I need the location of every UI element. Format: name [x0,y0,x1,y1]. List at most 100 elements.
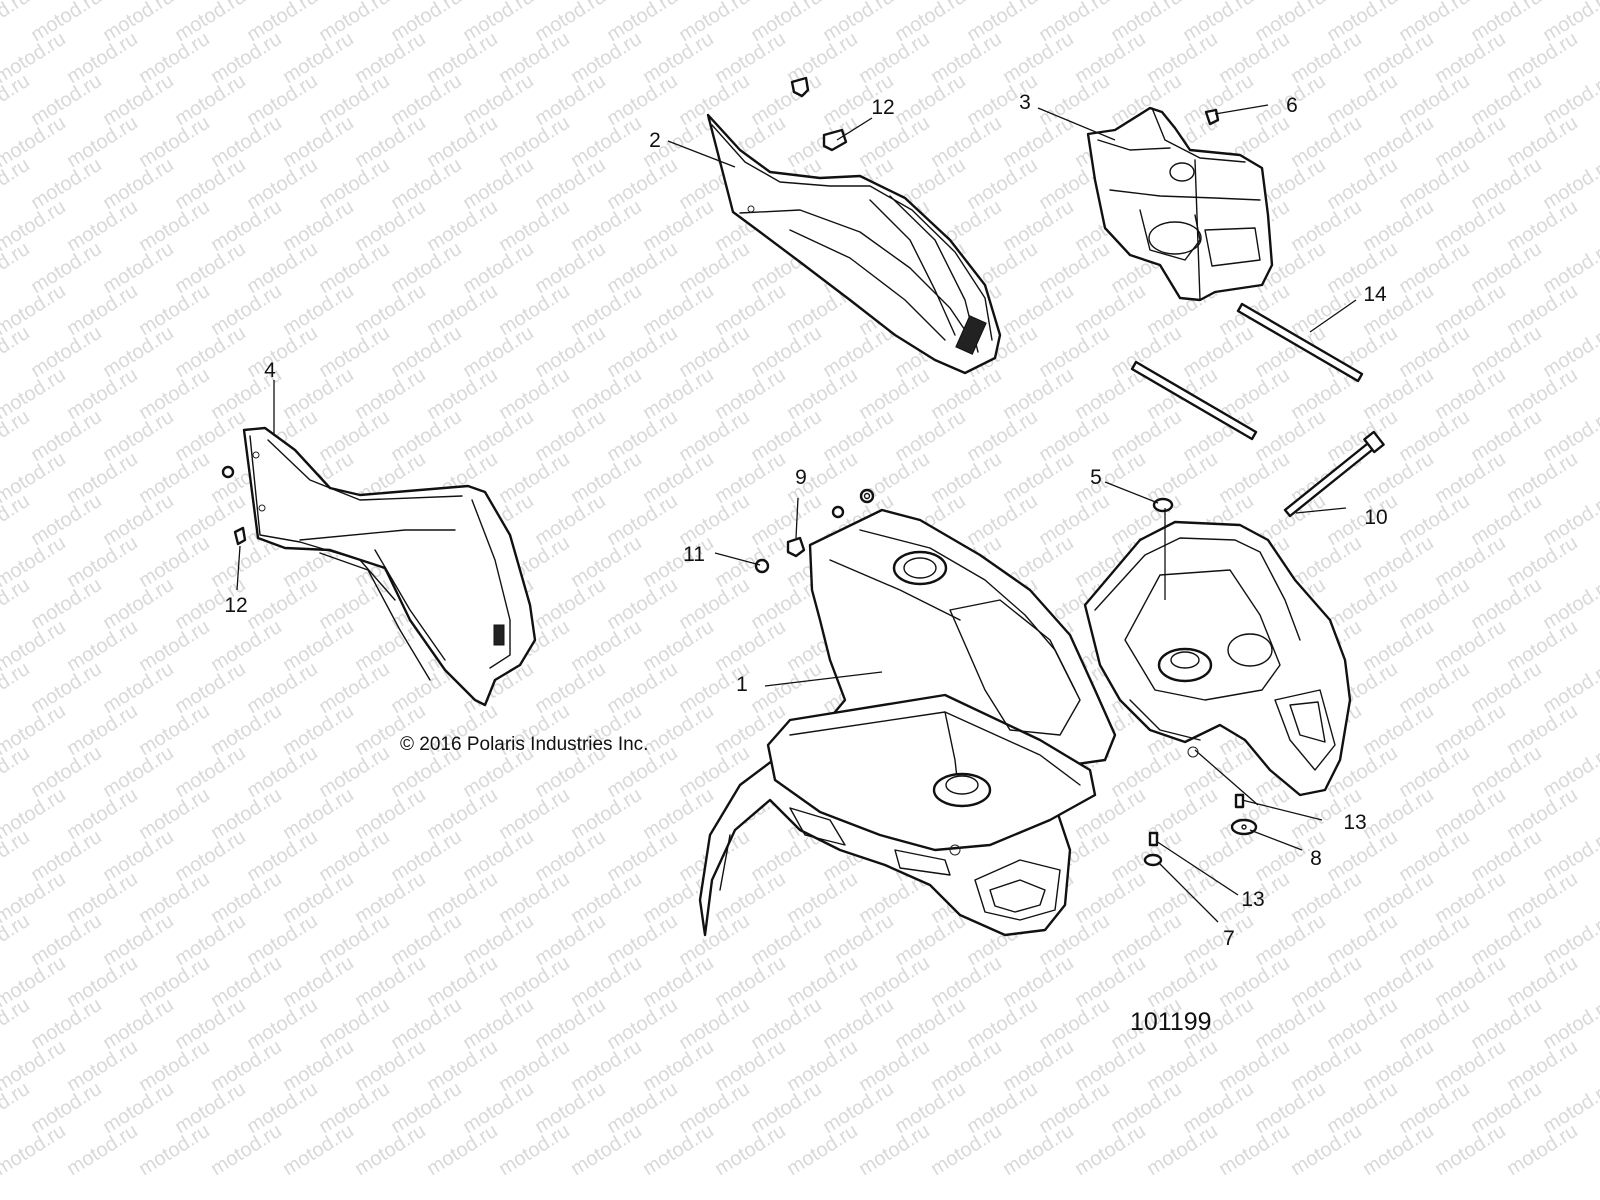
watermark-text: motod.ru [1323,1078,1402,1138]
watermark-text: motod.ru [1287,112,1366,172]
watermark-text: motod.ru [531,910,610,970]
watermark-text: motod.ru [1107,742,1186,802]
watermark-text: motod.ru [531,1078,610,1138]
watermark-text: motod.ru [927,1036,1006,1096]
watermark-text: motod.ru [63,784,142,844]
watermark-text: motod.ru [891,994,970,1054]
watermark-text: motod.ru [459,994,538,1054]
watermark-text: motod.ru [1503,28,1582,88]
watermark-text: motod.ru [171,994,250,1054]
watermark-text: motod.ru [1359,364,1438,424]
part-2-side-panel[interactable] [706,113,1002,375]
watermark-text: motod.ru [1467,574,1546,634]
part-10-rod[interactable] [1283,430,1385,518]
part-1-front-fender[interactable] [698,508,1117,937]
watermark-text: motod.ru [279,1120,358,1180]
part-4-side-panel[interactable] [242,426,537,707]
watermark-text: motod.ru [27,826,106,886]
watermark-text: motod.ru [423,1036,502,1096]
watermark-text: motod.ru [567,1120,646,1180]
part-3-console[interactable] [1086,106,1274,302]
watermark-text: motod.ru [279,196,358,256]
watermark-text: motod.ru [459,70,538,130]
part-14-rod[interactable] [1130,302,1364,441]
watermark-text: motod.ru [639,616,718,676]
watermark-text: motod.ru [1359,784,1438,844]
callout-12-top: 12 [871,96,894,119]
watermark-text: motod.ru [1179,910,1258,970]
watermark-text: motod.ru [99,238,178,298]
watermark-text: motod.ru [279,28,358,88]
watermark-text: motod.ru [1143,28,1222,88]
callout-2: 2 [649,129,661,152]
watermark-text: motod.ru [351,28,430,88]
fastener-part-12-left[interactable] [221,465,247,546]
watermark-text: motod.ru [639,952,718,1012]
watermark-text: motod.ru [1071,280,1150,340]
watermark-text: motod.ru [171,658,250,718]
fastener-part-11[interactable] [754,558,770,574]
watermark-text: motod.ru [855,952,934,1012]
watermark-text: motod.ru [495,1036,574,1096]
watermark-text: motod.ru [855,364,934,424]
part-1-storage-box[interactable] [1083,520,1352,797]
watermark-text: motod.ru [603,574,682,634]
watermark-text: motod.ru [531,154,610,214]
watermark-text: motod.ru [1503,952,1582,1012]
watermark-text: motod.ru [135,700,214,760]
watermark-text: motod.ru [1323,70,1402,130]
watermark-text: motod.ru [747,658,826,718]
diagram-number: 101199 [1130,1008,1212,1036]
watermark-text: motod.ru [999,1036,1078,1096]
watermark-text: motod.ru [639,532,718,592]
watermark-text: motod.ru [279,952,358,1012]
watermark-text: motod.ru [1503,868,1582,928]
watermark-text: motod.ru [1035,1078,1114,1138]
fastener-part-13-right[interactable] [1234,793,1245,809]
watermark-text: motod.ru [495,1120,574,1180]
watermark-text: motod.ru [1503,532,1582,592]
watermark-text: motod.ru [1287,280,1366,340]
fastener-part-8[interactable] [1230,818,1258,836]
watermark-text: motod.ru [27,574,106,634]
watermark-text: motod.ru [27,658,106,718]
watermark-text: motod.ru [1179,1078,1258,1138]
fastener-part-12-top[interactable] [790,76,848,152]
fastener-part-5[interactable] [1152,497,1174,513]
fastener-part-9[interactable] [786,488,875,558]
watermark-text: motod.ru [1071,952,1150,1012]
watermark-text: motod.ru [567,112,646,172]
fastener-part-13-lower[interactable] [1148,831,1159,847]
watermark-text: motod.ru [1503,616,1582,676]
fastener-part-7[interactable] [1143,853,1163,867]
watermark-text: motod.ru [27,910,106,970]
watermark-text: motod.ru [1251,406,1330,466]
watermark-text: motod.ru [279,784,358,844]
watermark-text: motod.ru [351,364,430,424]
watermark-text: motod.ru [135,616,214,676]
watermark-text: motod.ru [387,1078,466,1138]
watermark-text: motod.ru [1143,1120,1222,1180]
watermark-text: motod.ru [1503,364,1582,424]
watermark-text: motod.ru [243,742,322,802]
watermark-text: motod.ru [1395,490,1474,550]
watermark-text: motod.ru [459,322,538,382]
callout-11: 11 [683,543,705,566]
watermark-text: motod.ru [387,826,466,886]
watermark-text: motod.ru [63,364,142,424]
watermark-text: motod.ru [1503,196,1582,256]
watermark-text: motod.ru [1431,196,1510,256]
watermark-text: motod.ru [999,1120,1078,1180]
watermark-text: motod.ru [963,490,1042,550]
watermark-text: motod.ru [1467,826,1546,886]
watermark-text: motod.ru [1287,952,1366,1012]
watermark-text: motod.ru [279,616,358,676]
watermark-text: motod.ru [963,406,1042,466]
watermark-text: motod.ru [207,280,286,340]
watermark-text: motod.ru [603,322,682,382]
watermark-text: motod.ru [1071,28,1150,88]
callout-labels: 1 2 3 4 5 6 7 8 9 10 11 12 12 13 13 14 [224,91,1387,950]
watermark-text: motod.ru [1107,910,1186,970]
watermark-text: motod.ru [1467,658,1546,718]
watermark-text: motod.ru [531,406,610,466]
